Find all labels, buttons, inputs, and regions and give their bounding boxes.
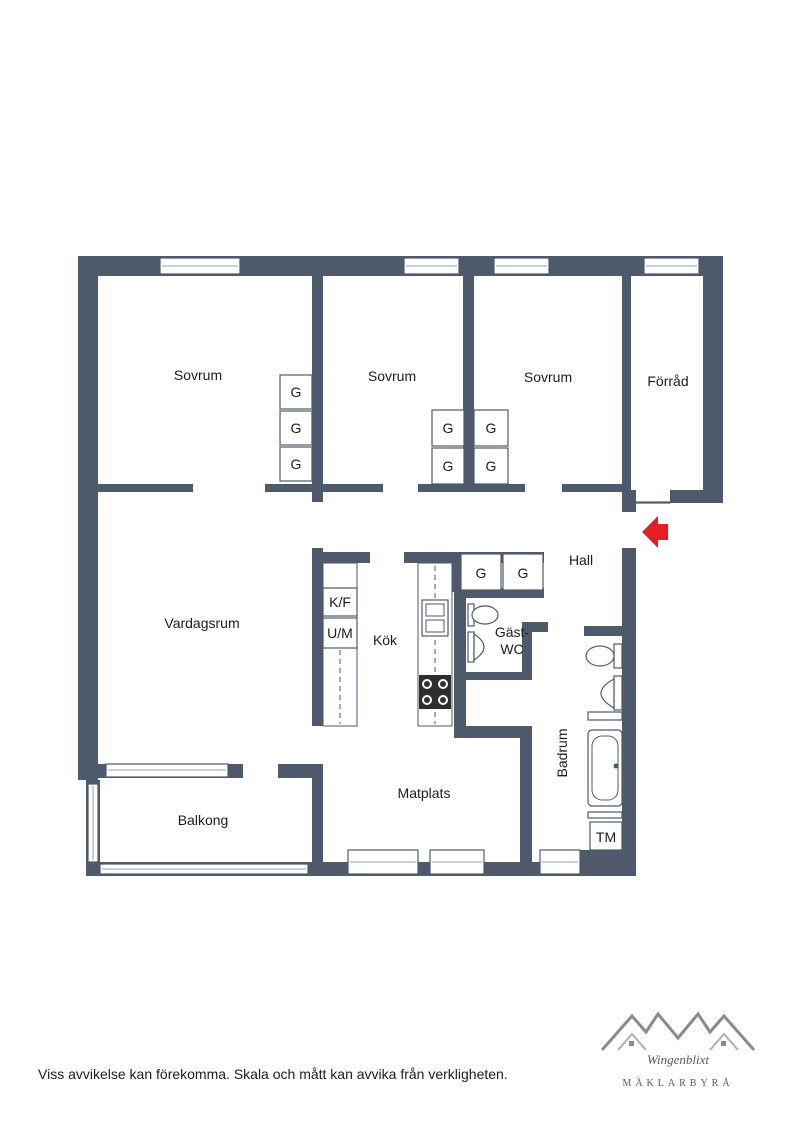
toilet-icon	[467, 603, 499, 627]
room-label-badrum: Badrum	[554, 728, 570, 777]
window	[429, 849, 485, 875]
svg-text:G: G	[291, 384, 302, 400]
fridge-freezer-label: K/F	[329, 594, 351, 610]
stove-icon	[419, 675, 451, 709]
window	[403, 257, 460, 275]
entrance-door	[635, 501, 671, 504]
svg-text:G: G	[291, 456, 302, 472]
svg-text:G: G	[486, 458, 497, 474]
wardrobe: G	[431, 447, 465, 485]
logo-subtitle: MÄKLARBYRÅ	[622, 1078, 734, 1089]
room-label-forrad: Förråd	[647, 373, 688, 389]
svg-text:G: G	[518, 565, 529, 581]
bath-shelf	[587, 711, 623, 721]
room-label-matplats: Matplats	[398, 785, 451, 801]
room-label-balkong: Balkong	[178, 812, 229, 828]
washing-machine-label: TM	[596, 829, 616, 845]
window	[493, 257, 550, 275]
room-label-gast-wc-line2: WC	[500, 641, 523, 657]
window	[159, 257, 241, 275]
microwave-label: U/M	[327, 625, 353, 641]
wardrobe: G	[431, 409, 465, 447]
window	[643, 257, 700, 275]
svg-text:G: G	[486, 420, 497, 436]
wardrobe: G	[502, 553, 544, 591]
logo-roofs-icon	[600, 1011, 756, 1051]
window	[105, 763, 229, 778]
wardrobes: G G G G G G G G	[279, 374, 544, 591]
company-logo: Wingenblixt MÄKLARBYRÅ	[598, 1008, 758, 1100]
entry-arrow-icon	[642, 516, 668, 548]
wardrobe: G	[279, 374, 313, 410]
wardrobe: G	[279, 410, 313, 446]
guest-wc-fixtures	[467, 603, 499, 663]
window	[539, 849, 581, 875]
svg-text:G: G	[443, 420, 454, 436]
kitchen-fixtures: K/F U/M	[322, 562, 453, 727]
room-label-kok: Kök	[373, 632, 398, 648]
wardrobe: G	[473, 409, 509, 447]
washing-machine: TM	[589, 821, 623, 851]
bathtub-icon	[587, 729, 623, 807]
balcony-railing	[87, 783, 309, 875]
svg-text:G: G	[291, 420, 302, 436]
fridge-freezer	[322, 587, 358, 617]
wardrobe: G	[279, 446, 313, 482]
disclaimer-text: Viss avvikelse kan förekomma. Skala och …	[38, 1066, 508, 1082]
room-labels: Sovrum Sovrum Sovrum Förråd Hall Vardags…	[164, 367, 688, 828]
windows	[87, 257, 700, 875]
sink-icon	[421, 599, 449, 637]
washbasin-icon	[600, 675, 623, 711]
room-label-sovrum-3: Sovrum	[524, 369, 572, 385]
bathroom-fixtures: TM	[585, 643, 623, 851]
logo-name: Wingenblixt	[646, 1052, 710, 1067]
room-label-sovrum-2: Sovrum	[368, 368, 416, 384]
toilet-icon	[585, 643, 623, 669]
svg-text:G: G	[476, 565, 487, 581]
wardrobe: G	[473, 447, 509, 485]
wardrobe: G	[460, 553, 502, 591]
room-label-hall: Hall	[569, 552, 593, 568]
room-label-vardagsrum: Vardagsrum	[164, 615, 239, 631]
room-label-sovrum-1: Sovrum	[174, 367, 222, 383]
microwave	[322, 617, 358, 649]
window	[347, 849, 419, 875]
washbasin-icon	[467, 631, 485, 663]
room-label-gast-wc-line1: Gäst-	[495, 624, 530, 640]
svg-text:G: G	[443, 458, 454, 474]
bath-bench	[587, 811, 623, 819]
